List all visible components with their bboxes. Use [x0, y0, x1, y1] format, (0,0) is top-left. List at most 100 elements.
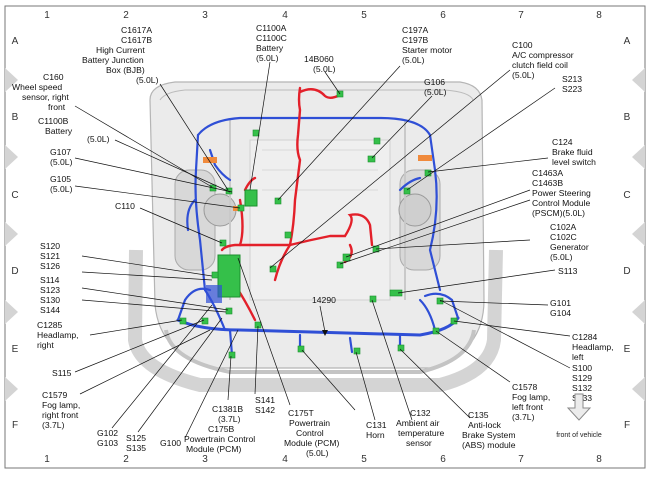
- callout-c175t: C175T Powertrain Control Module (PCM) (5…: [284, 408, 340, 458]
- label-line: G104: [550, 308, 571, 318]
- grid-col: 8: [596, 454, 602, 465]
- leader-lines: [74, 61, 571, 439]
- label-line: (5.0L): [50, 157, 73, 167]
- grid-columns-top: 1 2 3 4 5 6 7 8: [44, 10, 602, 21]
- label-line: G107: [50, 147, 71, 157]
- label-line: S141: [255, 395, 275, 405]
- leader-line: [439, 299, 571, 369]
- connector-s213: [403, 187, 411, 195]
- label-line: front: [48, 102, 66, 112]
- label-line: A/C compressor: [512, 50, 574, 60]
- leader-line: [254, 325, 259, 395]
- grid-divider-icon: [5, 68, 18, 92]
- grid-col: 2: [123, 454, 129, 465]
- leader-line: [439, 300, 549, 306]
- arrow-14290-icon: [322, 330, 328, 336]
- callout-s213: S213 S223: [562, 74, 582, 94]
- label-line: C1285: [37, 320, 63, 330]
- brackets: [203, 155, 432, 211]
- label-line: G106: [424, 77, 445, 87]
- label-line: C131: [366, 420, 387, 430]
- leader-line: [137, 317, 223, 433]
- callout-14b060: 14B060 (5.0L): [304, 54, 336, 74]
- callout-s113: S113: [558, 266, 578, 276]
- label-line: (5.0L): [550, 252, 573, 262]
- grid-row: B: [12, 112, 19, 123]
- label-line: C100: [512, 40, 533, 50]
- callout-c197: C197A C197B Starter motor (5.0L): [402, 25, 452, 65]
- leader-line: [237, 257, 291, 406]
- connector-c124: [424, 169, 432, 177]
- battery-terminal: [244, 189, 258, 207]
- bracket: [233, 206, 241, 211]
- label-line: S142: [255, 405, 275, 415]
- label-line: C197B: [402, 35, 429, 45]
- label-line: Brake System: [462, 430, 516, 440]
- down-arrow-icon: [566, 393, 592, 421]
- label-line: C197A: [402, 25, 429, 35]
- callout-c175b: C175B Powertrain Control Module (PCM): [184, 424, 255, 454]
- leader-line: [74, 157, 233, 193]
- leader-line: [427, 157, 549, 173]
- label-line: C1100B: [38, 116, 69, 126]
- label-line: Battery Junction: [82, 55, 144, 65]
- grid-row: C: [623, 190, 630, 201]
- leader-line: [79, 329, 211, 395]
- callout-g100: G100: [160, 438, 181, 448]
- label-line: C135: [468, 410, 489, 420]
- grid-row: F: [12, 420, 18, 431]
- callout-c100: C100 A/C compressor clutch field coil (5…: [512, 40, 574, 80]
- callout-c124: C124 Brake fluid level switch: [552, 137, 596, 167]
- grid-col: 2: [123, 10, 129, 21]
- leader-line: [371, 95, 433, 159]
- label-line: C1100C: [256, 33, 287, 43]
- connector-c100: [367, 155, 376, 163]
- harness-branch: [208, 148, 232, 182]
- leader-line: [435, 330, 511, 383]
- connector: [373, 137, 381, 145]
- label-line: S125: [126, 433, 146, 443]
- leader-line: [139, 207, 223, 244]
- grid-row: F: [624, 420, 630, 431]
- label-line: S123: [40, 285, 60, 295]
- label-line: (5.0L): [424, 87, 447, 97]
- connector-c175t: [269, 265, 277, 273]
- grid-divider-icon: [632, 300, 645, 324]
- leader-line: [81, 271, 213, 281]
- grid-col: 4: [282, 10, 288, 21]
- harness-branch: [418, 298, 437, 332]
- label-line: High Current: [96, 45, 145, 55]
- label-line: S114: [40, 275, 60, 285]
- label-line: C1463B: [532, 178, 563, 188]
- grid-divider-icon: [632, 68, 645, 92]
- connector-c135: [397, 344, 405, 352]
- callout-s141: S141 S142: [255, 395, 275, 415]
- label-line: 14290: [312, 295, 336, 305]
- grid-col: 7: [518, 454, 524, 465]
- grid-divider-icon: [5, 222, 18, 246]
- label-line: S132: [572, 383, 592, 393]
- label-line: S223: [562, 84, 582, 94]
- connector-s120: [211, 271, 219, 279]
- label-line: C1463A: [532, 168, 563, 178]
- label-line: C1381B: [212, 404, 243, 414]
- leader-line: [114, 139, 231, 193]
- vehicle-outline: [127, 81, 503, 392]
- leader-line: [74, 319, 205, 373]
- label-line: C1617A: [121, 25, 152, 35]
- label-line: Headlamp,: [572, 342, 614, 352]
- grid-divider-icon: [5, 145, 18, 169]
- leader-line: [301, 349, 356, 411]
- callout-g101: G101 G104: [550, 298, 571, 318]
- label-line: C160: [43, 72, 64, 82]
- label-line: S120: [40, 241, 60, 251]
- grid-dividers: [5, 68, 645, 401]
- label-line: Module (PCM): [284, 438, 340, 448]
- left-wheel-well: [203, 193, 237, 227]
- connector-s115: [201, 317, 209, 325]
- label-line: C110: [115, 201, 135, 211]
- leader-line: [81, 287, 229, 311]
- callout-s115: S115: [52, 368, 72, 378]
- label-line: temperature: [398, 428, 445, 438]
- leader-line: [319, 305, 326, 333]
